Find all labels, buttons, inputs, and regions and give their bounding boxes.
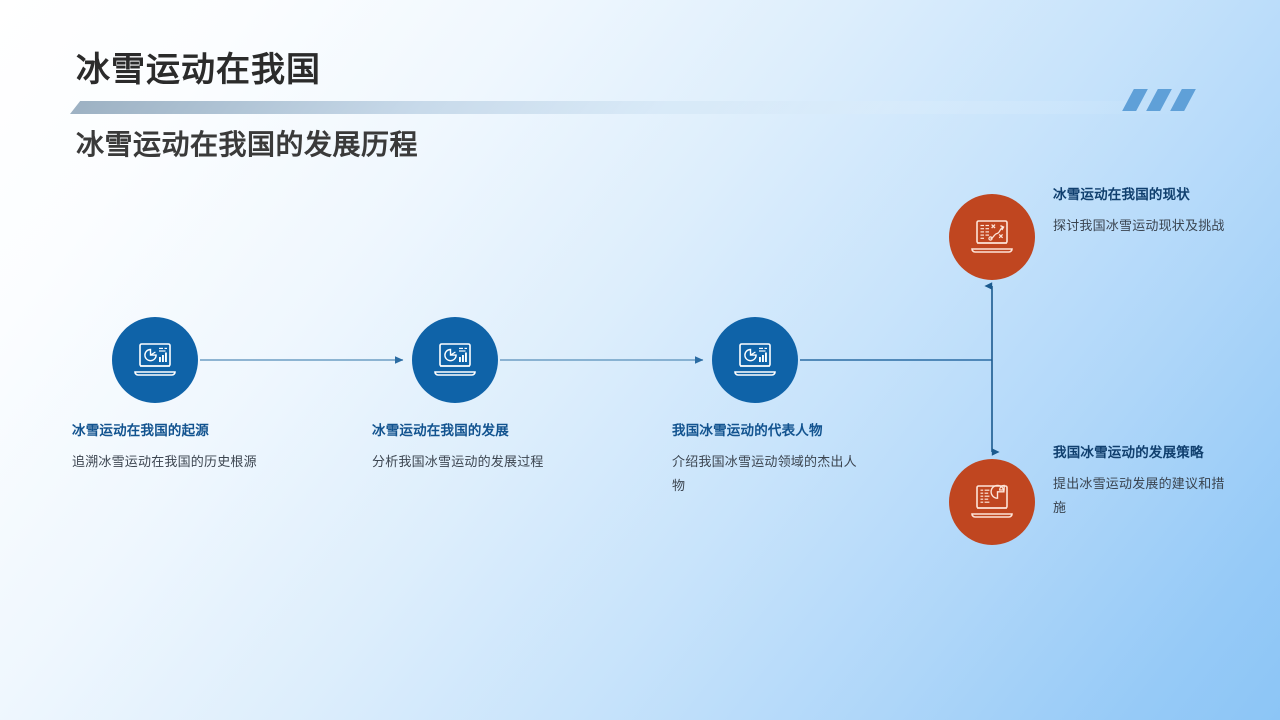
process-label-3-desc: 介绍我国冰雪运动领域的杰出人物 xyxy=(672,454,857,493)
process-node-5[interactable] xyxy=(949,459,1035,545)
process-label-2-title: 冰雪运动在我国的发展 xyxy=(372,423,509,438)
process-label-5-desc: 提出冰雪运动发展的建议和措施 xyxy=(1053,476,1225,515)
process-label-1: 冰雪运动在我国的起源 追溯冰雪运动在我国的历史根源 xyxy=(72,422,262,474)
process-label-2-desc: 分析我国冰雪运动的发展过程 xyxy=(372,454,544,469)
laptop-pie-bar-chart-icon xyxy=(733,341,777,379)
laptop-pie-bar-chart-icon xyxy=(433,341,477,379)
process-label-2: 冰雪运动在我国的发展 分析我国冰雪运动的发展过程 xyxy=(372,422,562,474)
process-node-4[interactable] xyxy=(949,194,1035,280)
page-title: 冰雪运动在我国 xyxy=(76,51,321,89)
laptop-pie-bar-chart-icon xyxy=(133,341,177,379)
process-node-3[interactable] xyxy=(712,317,798,403)
process-node-2[interactable] xyxy=(412,317,498,403)
process-label-4: 冰雪运动在我国的现状 探讨我国冰雪运动现状及挑战 xyxy=(1053,186,1229,238)
slide-header: 冰雪运动在我国 冰雪运动在我国的发展历程 xyxy=(0,0,1280,180)
process-label-1-desc: 追溯冰雪运动在我国的历史根源 xyxy=(72,454,257,469)
process-label-4-desc: 探讨我国冰雪运动现状及挑战 xyxy=(1053,218,1225,233)
process-label-3: 我国冰雪运动的代表人物 介绍我国冰雪运动领域的杰出人物 xyxy=(672,422,862,498)
laptop-strategy-path-icon xyxy=(970,218,1014,256)
process-label-5-title: 我国冰雪运动的发展策略 xyxy=(1053,445,1204,460)
page-subtitle: 冰雪运动在我国的发展历程 xyxy=(76,129,419,160)
laptop-list-pie-icon xyxy=(970,483,1014,521)
process-label-3-title: 我国冰雪运动的代表人物 xyxy=(672,423,823,438)
process-label-5: 我国冰雪运动的发展策略 提出冰雪运动发展的建议和措施 xyxy=(1053,444,1229,520)
process-label-1-title: 冰雪运动在我国的起源 xyxy=(72,423,209,438)
process-label-4-title: 冰雪运动在我国的现状 xyxy=(1053,187,1190,202)
process-node-1[interactable] xyxy=(112,317,198,403)
